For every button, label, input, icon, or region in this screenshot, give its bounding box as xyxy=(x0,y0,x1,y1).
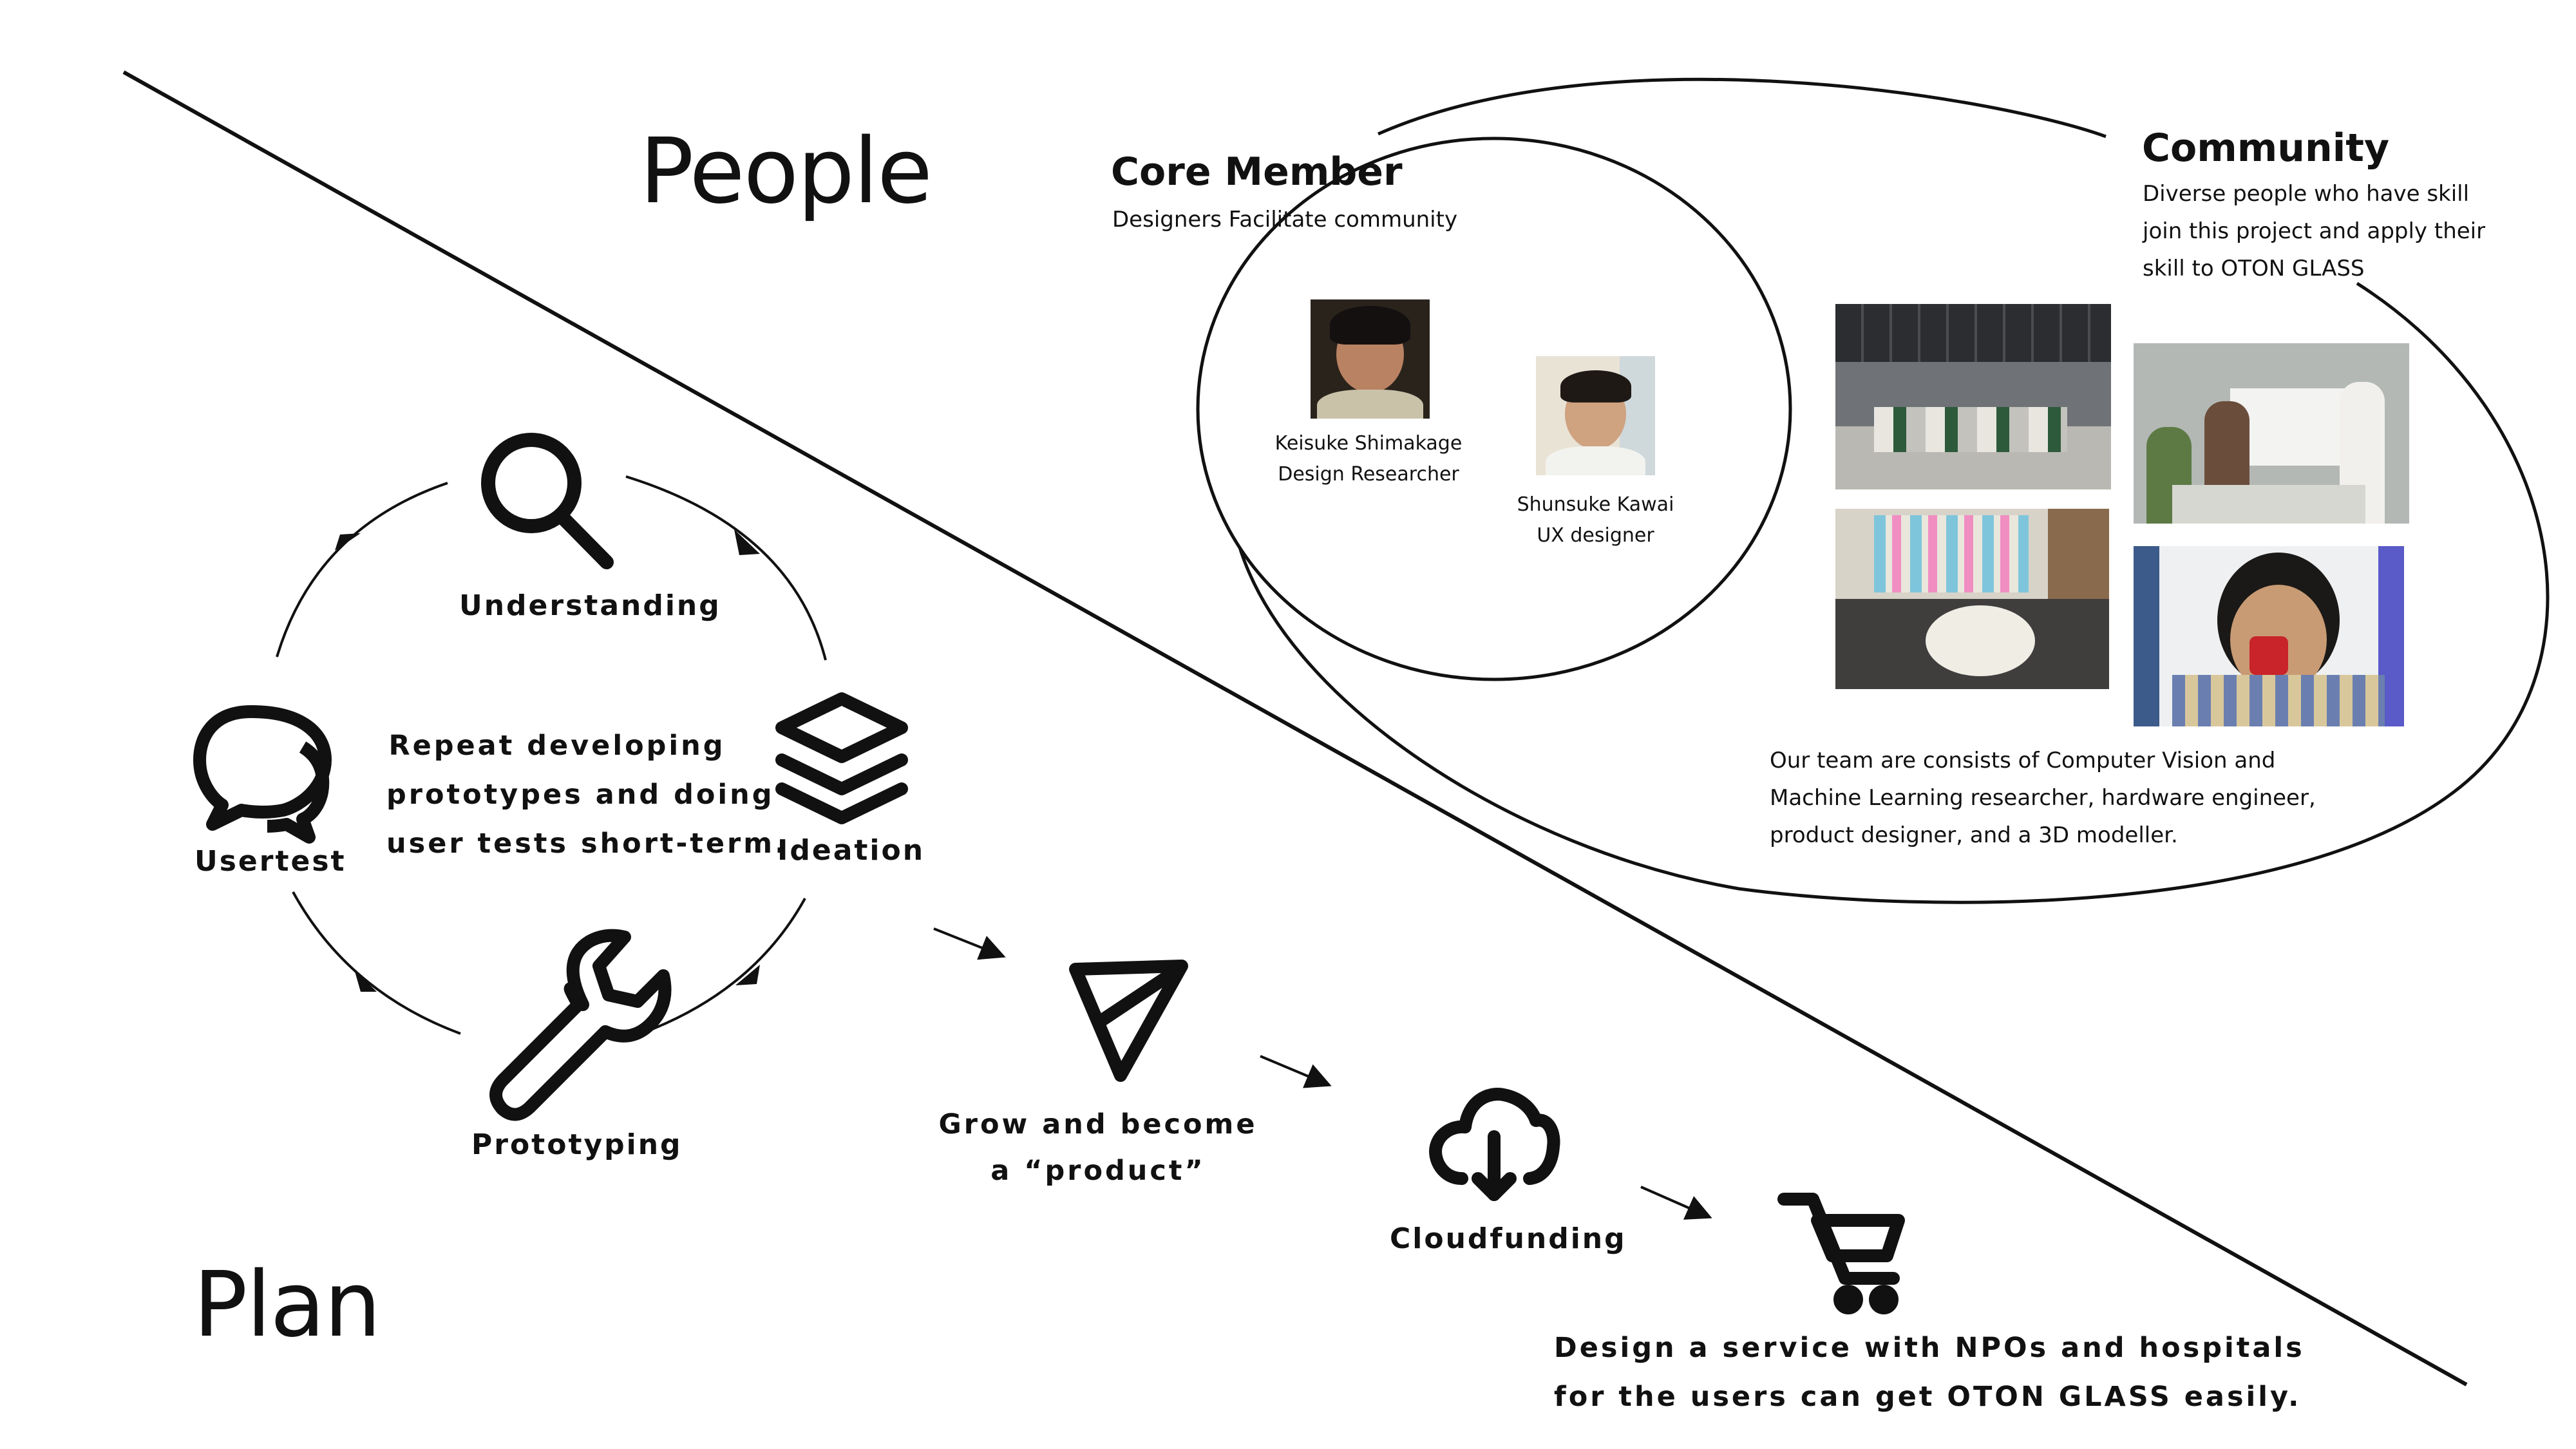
member-photo-keisuke xyxy=(1311,299,1430,419)
service-line: Design a service with NPOs and hospitals xyxy=(1554,1332,2305,1364)
community-photo-4 xyxy=(2134,546,2404,726)
cycle-center-line: prototypes and doing xyxy=(386,779,775,811)
paper-plane-icon xyxy=(1069,960,1188,1082)
cloudfunding-label: Cloudfunding xyxy=(1390,1222,1627,1255)
team-desc-line: Machine Learning researcher, hardware en… xyxy=(1770,785,2316,811)
cycle-arcs xyxy=(276,475,827,1035)
cycle-step-prototyping: Prototyping xyxy=(471,1128,683,1161)
core-member-subtitle: Designers Facilitate community xyxy=(1112,207,1458,232)
chat-bubbles-icon xyxy=(193,705,332,844)
cloud-download-icon xyxy=(1429,1088,1560,1201)
cycle-arrowheads xyxy=(335,529,760,992)
community-photo-3 xyxy=(1835,509,2109,689)
wrench-icon xyxy=(489,929,672,1121)
member-role: Design Researcher xyxy=(1278,463,1459,486)
community-desc-line: Diverse people who have skill xyxy=(2143,181,2470,207)
grow-line: a “product” xyxy=(990,1155,1206,1187)
plan-title: Plan xyxy=(193,1253,381,1358)
grow-product-label: Grow and become a “product” xyxy=(934,1101,1262,1194)
magnifier-icon xyxy=(481,433,614,569)
community-desc-line: skill to OTON GLASS xyxy=(2143,256,2365,281)
member-card-shunsuke: Shunsuke Kawai UX designer xyxy=(1468,489,1723,551)
divider-diagonal xyxy=(122,70,2468,1387)
community-photo-1 xyxy=(1835,304,2111,489)
flow-arrows xyxy=(933,927,1712,1220)
community-description: Diverse people who have skill join this … xyxy=(2143,175,2485,287)
member-card-keisuke: Keisuke Shimakage Design Researcher xyxy=(1243,428,1494,490)
people-title: People xyxy=(639,119,933,224)
cycle-step-understanding: Understanding xyxy=(459,589,721,622)
community-title: Community xyxy=(2142,126,2390,171)
community-oval xyxy=(1238,77,2550,904)
member-role: UX designer xyxy=(1537,524,1654,547)
member-name: Keisuke Shimakage xyxy=(1274,432,1463,455)
service-description: Design a service with NPOs and hospitals… xyxy=(1554,1323,2305,1421)
member-photo-shunsuke xyxy=(1536,356,1655,475)
cycle-step-usertest: Usertest xyxy=(194,845,346,878)
team-desc-line: product designer, and a 3D modeller. xyxy=(1770,822,2178,848)
grow-line: Grow and become xyxy=(938,1108,1258,1141)
cycle-step-ideation: Ideation xyxy=(777,834,925,867)
core-member-title: Core Member xyxy=(1111,149,1403,194)
core-member-circle xyxy=(1196,137,1792,681)
layers-icon xyxy=(775,692,908,824)
service-line: for the users can get OTON GLASS easily. xyxy=(1554,1381,2302,1413)
community-photo-2 xyxy=(2134,343,2409,524)
cycle-center-text: Repeat developing prototypes and doing u… xyxy=(386,721,788,868)
cycle-center-line: Repeat developing xyxy=(388,730,726,762)
shopping-cart-icon xyxy=(1777,1193,1905,1314)
member-name: Shunsuke Kawai xyxy=(1517,493,1674,516)
team-desc-line: Our team are consists of Computer Vision… xyxy=(1770,748,2276,773)
cycle-center-line: user tests short-term. xyxy=(386,828,788,860)
community-desc-line: join this project and apply their xyxy=(2143,218,2486,244)
team-description: Our team are consists of Computer Vision… xyxy=(1770,742,2316,854)
